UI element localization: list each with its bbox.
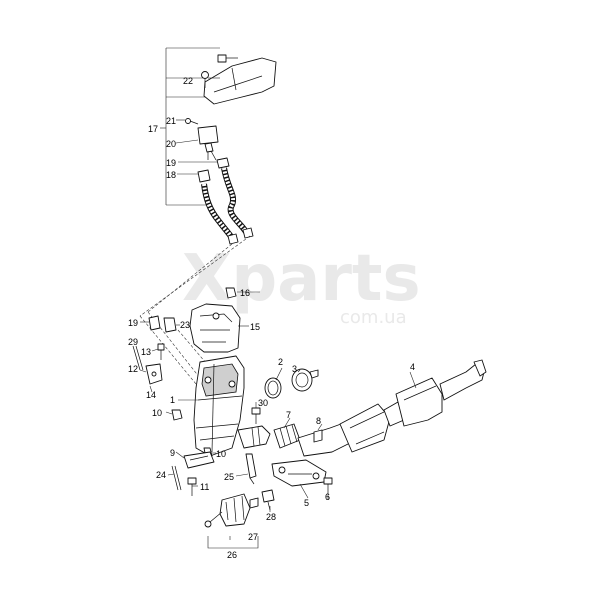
bolt-11 <box>187 477 197 496</box>
dpf-outlet-pipe <box>237 425 271 449</box>
callout-23: 23 <box>180 320 190 330</box>
bolt-30 <box>251 407 261 424</box>
particulate-filter <box>193 355 245 457</box>
callout-7: 7 <box>286 410 291 420</box>
callout-29: 29 <box>128 337 138 347</box>
bolt-22 <box>201 71 209 88</box>
callout-26: 26 <box>227 550 237 560</box>
group-17-bracket <box>160 47 220 206</box>
callout-10a: 10 <box>152 408 162 418</box>
callout-5: 5 <box>304 498 309 508</box>
stud-24 <box>171 465 182 491</box>
callout-4: 4 <box>410 362 415 372</box>
bracket-5 <box>271 459 327 487</box>
callout-18: 18 <box>166 170 176 180</box>
callout-12: 12 <box>128 364 138 374</box>
callout-3: 3 <box>292 364 297 374</box>
callout-2: 2 <box>278 357 283 367</box>
temp-sensor-29 <box>132 345 144 371</box>
callout-13: 13 <box>141 347 151 357</box>
bracket-25 <box>245 453 257 485</box>
callout-8: 8 <box>316 416 321 426</box>
callout-19b: 19 <box>128 318 138 328</box>
dashed-connections <box>139 235 251 385</box>
upper-heat-shield <box>203 57 277 105</box>
callout-6: 6 <box>325 492 330 502</box>
callout-20: 20 <box>166 139 176 149</box>
callout-27: 27 <box>248 532 258 542</box>
pressure-hoses <box>201 167 254 245</box>
hose-clamp-18 <box>197 169 211 183</box>
bolt-13 <box>157 343 165 360</box>
clip-23 <box>163 317 177 333</box>
bolt-6 <box>323 477 333 494</box>
bolt-top <box>217 54 238 63</box>
clamp-3 <box>291 368 319 392</box>
callout-22: 22 <box>183 76 193 86</box>
support-bracket-9 <box>183 451 215 469</box>
clip-19-lower <box>148 315 161 331</box>
gasket-2 <box>264 377 282 399</box>
dpf-heat-shield <box>189 303 241 353</box>
callout-14: 14 <box>146 390 156 400</box>
callout-9: 9 <box>170 448 175 458</box>
leader-lines <box>139 77 417 549</box>
exhaust-pipe-4 <box>297 359 487 457</box>
nut-10-left <box>171 409 183 421</box>
temp-sensor-26 <box>204 493 259 528</box>
flex-pipe-7 <box>273 423 301 449</box>
hose-clamp-19 <box>216 157 230 169</box>
sensor-8 <box>313 429 323 443</box>
callout-21: 21 <box>166 116 176 126</box>
callout-28: 28 <box>266 512 276 522</box>
callout-labels: 22 21 17 20 19 18 16 15 23 19 29 13 12 1… <box>128 76 415 560</box>
callout-15: 15 <box>250 322 260 332</box>
callout-1: 1 <box>170 395 175 405</box>
callout-24: 24 <box>156 470 166 480</box>
callout-11: 11 <box>200 482 209 492</box>
watermark-brand: Xparts <box>182 242 421 316</box>
pressure-sensor <box>185 118 219 161</box>
watermark-domain: com.ua <box>340 307 407 328</box>
callout-17: 17 <box>148 124 158 134</box>
callout-19a: 19 <box>166 158 176 168</box>
callout-25: 25 <box>224 472 234 482</box>
nut-16 <box>225 287 237 299</box>
callout-10b: 10 <box>216 449 226 459</box>
callout-30: 30 <box>258 398 268 408</box>
washer-28 <box>261 489 275 511</box>
bracket-12 <box>145 363 163 385</box>
callout-16: 16 <box>240 288 250 298</box>
